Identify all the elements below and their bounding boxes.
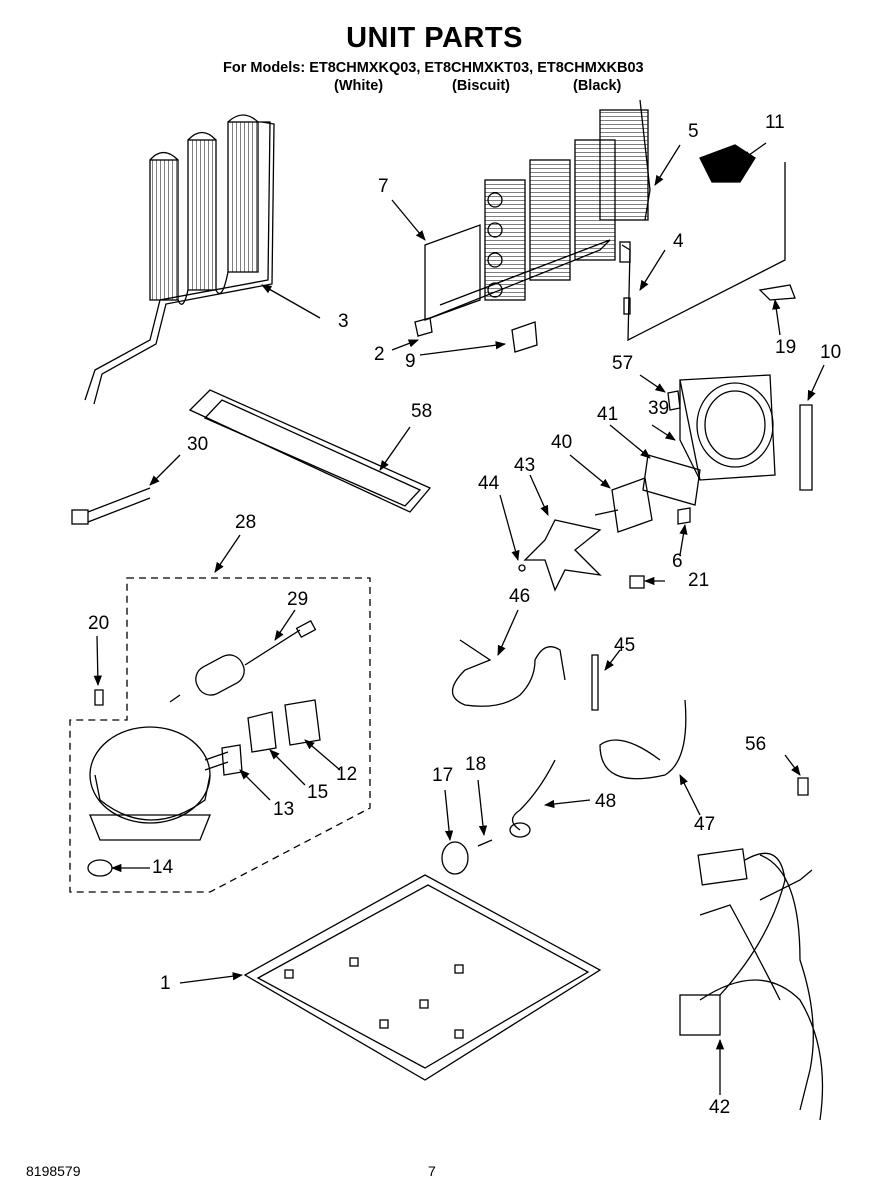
cover-cap [699,144,756,183]
relay [247,711,277,753]
screw [414,317,433,337]
callout-48: 48 [595,791,617,812]
callout-57: 57 [612,353,634,374]
page-title: UNIT PARTS [346,22,523,54]
callout-56: 56 [745,734,767,755]
overload-cover [284,699,321,746]
nut [518,564,526,572]
tube-47 [599,699,687,780]
callout-45: 45 [614,635,636,656]
variant-black: (Black) [573,78,622,94]
heater-probe [71,487,151,525]
variant-white: (White) [334,78,384,94]
callout-15: 15 [307,782,329,803]
tube-46 [451,639,566,707]
tube-48 [511,759,556,831]
clip [758,284,796,301]
fan-shroud [679,374,776,481]
callout-40: 40 [551,432,573,453]
drain-pan [188,389,432,513]
gasket-strip [799,404,813,491]
callout-9: 9 [405,351,416,372]
callout-58: 58 [411,401,433,422]
evaporator-assembly [424,99,651,321]
wiring-harness [679,848,824,1121]
fan-blade [523,519,602,592]
callout-1: 1 [160,973,171,994]
pin [591,654,599,711]
callout-20: 20 [88,613,110,634]
terminal [221,744,243,776]
screw-6 [677,507,691,525]
callout-28: 28 [235,512,257,533]
variant-biscuit: (Biscuit) [452,78,510,94]
callout-47: 47 [694,814,716,835]
callout-7: 7 [378,176,389,197]
callout-10: 10 [820,342,842,363]
condenser-coil [84,114,275,405]
base-tray [243,874,602,1081]
screw-20 [94,689,104,706]
callout-13: 13 [273,799,295,820]
callout-3: 3 [338,311,349,332]
fan-motor [611,477,653,533]
axle [477,839,493,847]
callout-43: 43 [514,455,536,476]
screw-56 [797,777,809,796]
callout-17: 17 [432,765,454,786]
callout-2: 2 [374,344,385,365]
callout-21: 21 [688,570,710,591]
callout-39: 39 [648,398,670,419]
callout-19: 19 [775,337,797,358]
callout-12: 12 [336,764,358,785]
roller [441,841,469,875]
models-line: For Models: ET8CHMXKQ03, ET8CHMXKT03, ET… [223,60,644,76]
callout-30: 30 [187,434,209,455]
thermistor-wire [621,162,786,342]
thermistor-connector [619,241,631,263]
callout-11: 11 [765,112,785,133]
kit-dashed-box [69,577,371,893]
callout-42: 42 [709,1097,731,1118]
callout-41: 41 [597,404,619,425]
bracket [511,321,538,353]
page-number: 7 [428,1163,436,1179]
doc-number: 8198579 [26,1163,81,1179]
compressor [87,726,229,877]
filter-drier [169,619,317,703]
callout-6: 6 [672,551,683,572]
grommet [629,575,645,589]
callout-5: 5 [688,121,699,142]
callout-4: 4 [673,231,684,252]
callout-14: 14 [152,857,174,878]
callout-29: 29 [287,589,309,610]
callout-46: 46 [509,586,531,607]
screw-57 [667,390,681,411]
callout-18: 18 [465,754,487,775]
callout-44: 44 [478,473,500,494]
